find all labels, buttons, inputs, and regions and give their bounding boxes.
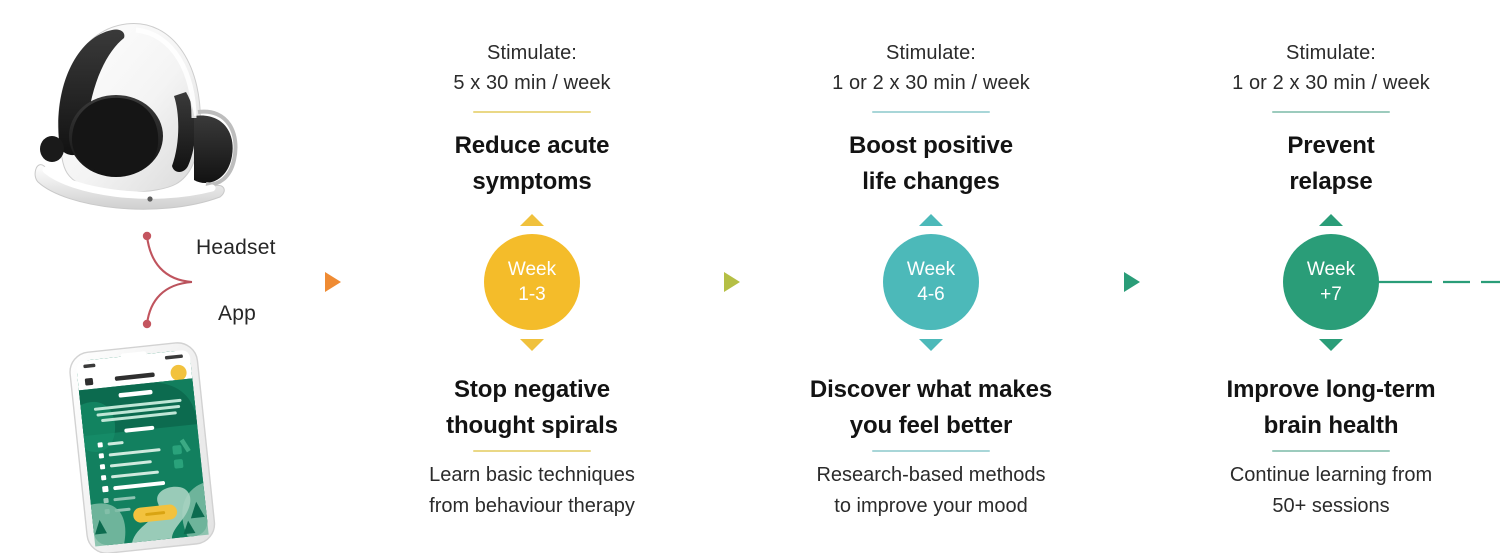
outcome-sub-line: Continue learning from [1229,464,1433,486]
triangle-down-icon [1319,339,1343,351]
stimulate-label: Stimulate: [886,42,976,64]
goal-title: Prevent relapse [1166,128,1496,200]
outcome-sub-line: from behaviour therapy [429,495,635,517]
goal-title-line: symptoms [472,168,592,195]
branch-label-app: App [218,302,256,325]
stimulate-label: Stimulate: [487,42,577,64]
outcome-title: Discover what makes you feel better [766,372,1096,444]
timeline-arrow-2 [724,272,740,292]
stimulate-value: 1 or 2 x 30 min / week [1232,72,1430,94]
triangle-down-icon [520,339,544,351]
goal-title: Reduce acute symptoms [367,128,697,200]
stimulate-value: 5 x 30 min / week [453,72,611,94]
outcome-sub-line: 50+ sessions [1272,495,1390,517]
goal-title-line: life changes [862,168,1000,195]
divider-upper [473,111,591,113]
goal-title-line: Reduce acute [454,132,610,159]
stimulate-block: Stimulate: 1 or 2 x 30 min / week [766,38,1096,113]
goal-title-line: relapse [1289,168,1373,195]
outcome-title-line: you feel better [849,412,1013,439]
stimulate-label: Stimulate: [1286,42,1376,64]
node-week-4-6[interactable]: Week 4-6 [883,234,979,330]
divider-lower [473,450,591,452]
node-label-line: 1-3 [518,284,546,305]
outcome-title-line: Stop negative [453,376,611,403]
node-label-line: Week [507,259,557,280]
outcome-sub-line: to improve your mood [834,495,1028,517]
outcome-title: Stop negative thought spirals [367,372,697,444]
node-label-line: 4-6 [917,284,945,305]
outcome-subtext: Learn basic techniques from behaviour th… [367,460,697,522]
timeline-arrow-3 [1124,272,1140,292]
divider-lower [1272,450,1390,452]
triangle-up-icon [520,214,544,226]
outcome-sub-line: Research-based methods [816,464,1046,486]
node-label-line: Week [906,259,956,280]
outcome-subtext: Continue learning from 50+ sessions [1166,460,1496,522]
triangle-up-icon [1319,214,1343,226]
outcome-title-line: brain health [1263,412,1399,439]
divider-upper [872,111,990,113]
outcome-subtext: Research-based methods to improve your m… [766,460,1096,522]
outcome-sub-line: Learn basic techniques [429,464,635,486]
goal-title-line: Prevent [1287,132,1375,159]
node-label-line: Week [1306,259,1356,280]
triangle-up-icon [919,214,943,226]
stimulate-block: Stimulate: 1 or 2 x 30 min / week [1166,38,1496,113]
phone-photo [52,338,252,553]
divider-lower [872,450,990,452]
outcome-title-line: Discover what makes [809,376,1053,403]
goal-title-line: Boost positive [849,132,1013,159]
node-week-1-3[interactable]: Week 1-3 [484,234,580,330]
divider-upper [1272,111,1390,113]
timeline-arrow-1 [325,272,341,292]
node-label-line: +7 [1320,284,1342,305]
stimulate-block: Stimulate: 5 x 30 min / week [367,38,697,113]
node-week-7-plus[interactable]: Week +7 [1283,234,1379,330]
stimulate-value: 1 or 2 x 30 min / week [832,72,1030,94]
goal-title: Boost positive life changes [766,128,1096,200]
outcome-title-line: Improve long-term [1226,376,1436,403]
headset-photo [8,8,238,223]
branch-label-headset: Headset [196,236,276,259]
outcome-title: Improve long-term brain health [1166,372,1496,444]
triangle-down-icon [919,339,943,351]
outcome-title-line: thought spirals [446,412,618,439]
